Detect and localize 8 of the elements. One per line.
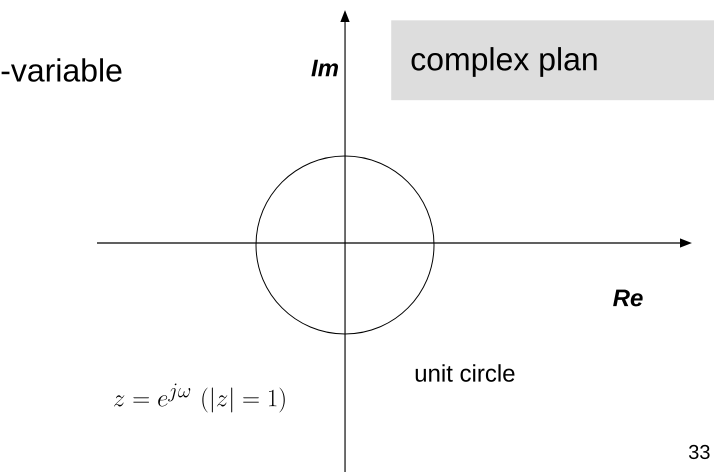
circle-label: unit circle [416,364,514,382]
axis-label: Im [311,60,338,76]
axis-label: Re [613,290,643,306]
unit-circle [256,156,434,334]
title-box: complex plan [391,20,714,100]
heading-text: -variable [2,58,122,82]
page-number: 33 [688,444,710,460]
formula: $z = e^{j\omega}\,\left(\left|z\right| = 1\right)$ [114,384,285,412]
